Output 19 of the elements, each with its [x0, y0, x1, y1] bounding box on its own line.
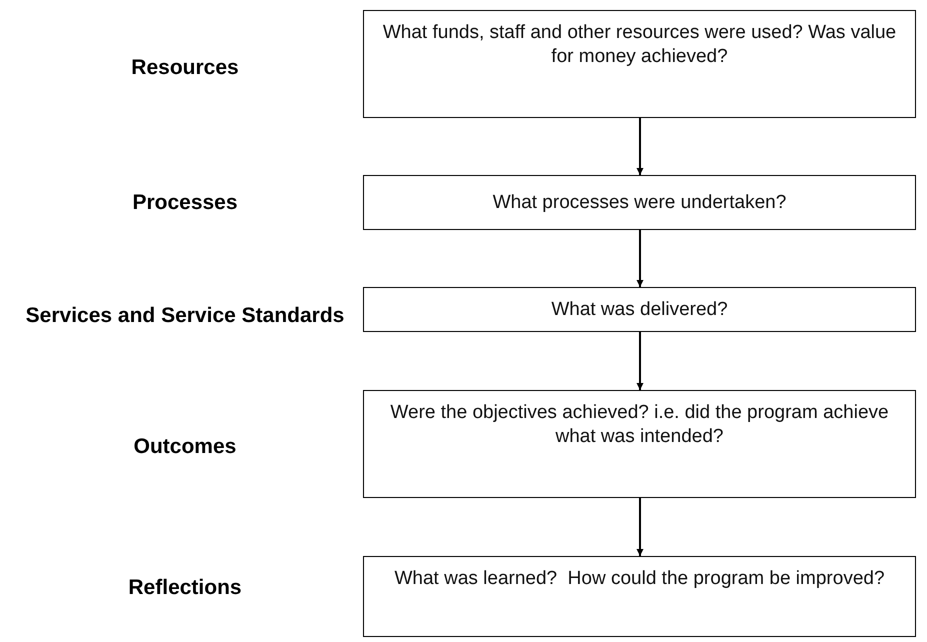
arrow — [636, 230, 644, 287]
box-text: What was delivered? — [551, 298, 728, 322]
process-box — [363, 390, 916, 498]
stage-label: Processes — [131, 190, 239, 216]
box-text: What processes were undertaken? — [492, 190, 786, 214]
stage-label: Services and Service Standards — [24, 303, 346, 329]
process-box — [363, 556, 916, 637]
process-box — [363, 175, 916, 230]
stage-label: Outcomes — [132, 434, 238, 460]
box-text: What funds, staff and other resources were used? Was value for money achieved? — [382, 21, 898, 69]
stage-label: Reflections — [127, 575, 243, 601]
box-text: What was learned? How could the program be improved? — [394, 567, 885, 591]
arrow — [636, 498, 644, 556]
process-box — [363, 287, 916, 332]
stage-label: Resources — [130, 55, 240, 81]
arrow — [636, 332, 644, 390]
arrow — [636, 118, 644, 175]
process-box — [363, 10, 916, 118]
box-text: Were the objectives achieved? i.e. did the program achieve what was intended? — [389, 401, 890, 449]
